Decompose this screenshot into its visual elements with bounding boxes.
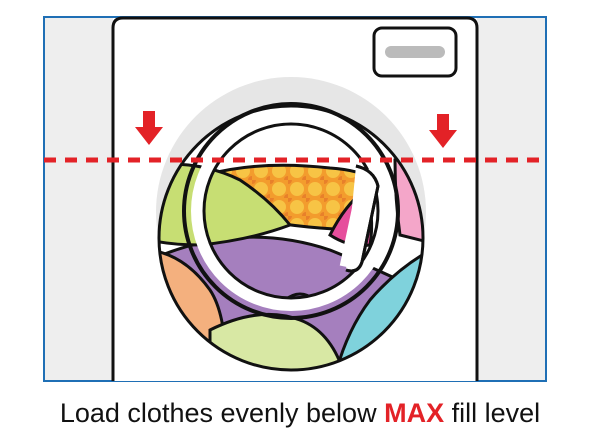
instruction-caption: Load clothes evenly below MAX fill level xyxy=(0,388,600,438)
door-glass-ring-outer xyxy=(182,102,400,320)
left-side-panel xyxy=(45,18,113,380)
right-side-panel xyxy=(477,18,545,380)
door-glass-ring-inner xyxy=(191,111,391,311)
down-arrow-icon xyxy=(429,114,457,148)
caption-highlight-max: MAX xyxy=(384,398,445,428)
door-glass-ring-inner-edge xyxy=(202,122,380,300)
caption-text-before: Load clothes evenly below xyxy=(59,398,377,428)
door-handle-fill xyxy=(339,167,375,269)
down-arrow-icon xyxy=(135,111,163,145)
cloth-light-green xyxy=(208,312,352,370)
drum-outline xyxy=(157,104,425,372)
caption-text-after: fill level xyxy=(451,398,541,428)
control-button-indicator xyxy=(385,46,445,58)
washing-machine-illustration xyxy=(43,16,547,382)
